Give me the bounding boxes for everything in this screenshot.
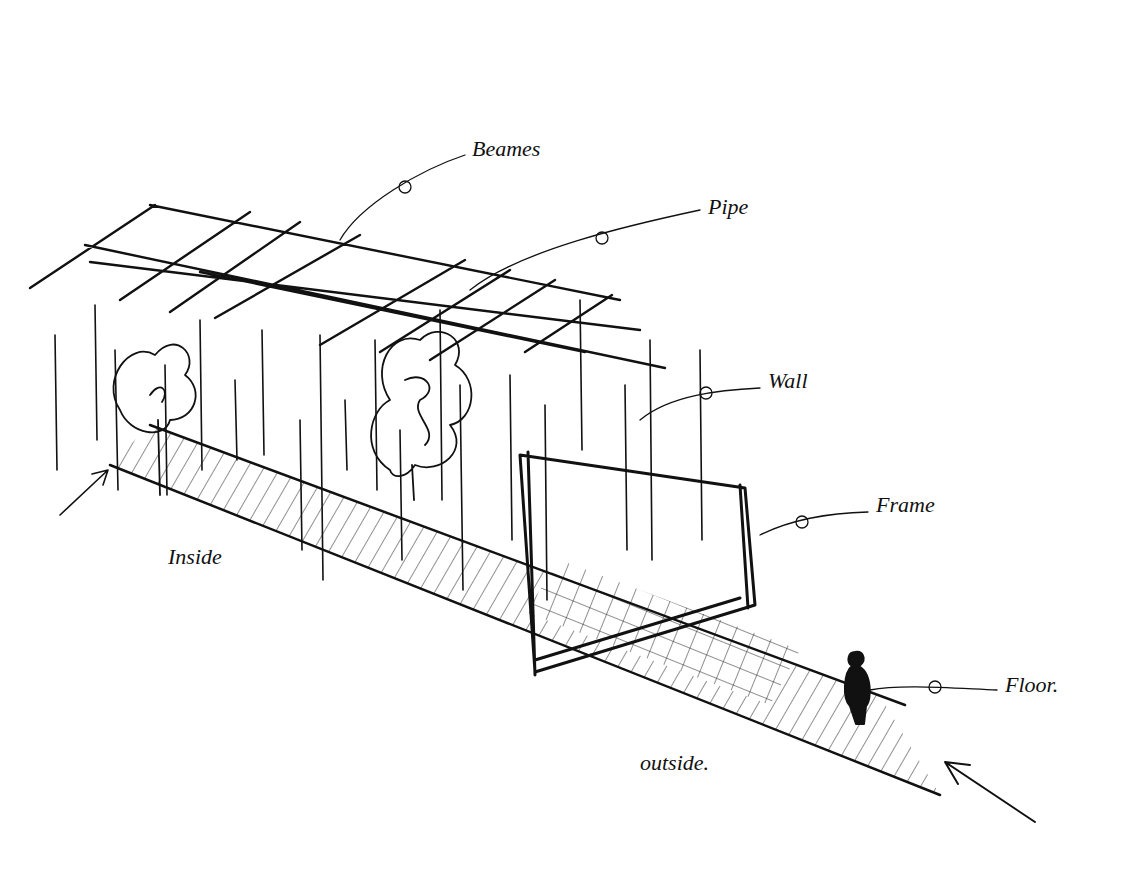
tree [371,332,471,500]
wall-lines [55,300,702,600]
part-label: Beames [472,136,540,162]
part-label: Wall [768,368,808,394]
frame [520,452,755,675]
floor-edge [110,425,940,795]
leader-dot [700,387,712,399]
leader-line [640,388,760,420]
part-label: Floor. [1005,672,1058,698]
approach-arrow [945,762,1035,822]
edge-arrow [60,470,108,515]
leader-line [870,687,997,690]
floor-hatch [110,425,940,795]
leader-line [340,155,465,240]
part-label: Pipe [708,194,748,220]
leader-line [760,512,868,535]
part-label: outside. [640,750,709,776]
tree [113,345,195,495]
leader-dot [596,232,608,244]
leader-line [470,210,700,290]
part-label: Frame [876,492,935,518]
leader-dot [399,181,411,193]
leader-dot [796,516,808,528]
leader-dot [929,681,941,693]
leader-lines [340,155,997,693]
person-figure [845,652,870,724]
part-label: Inside [168,544,222,570]
sketch-lines [30,155,1035,822]
